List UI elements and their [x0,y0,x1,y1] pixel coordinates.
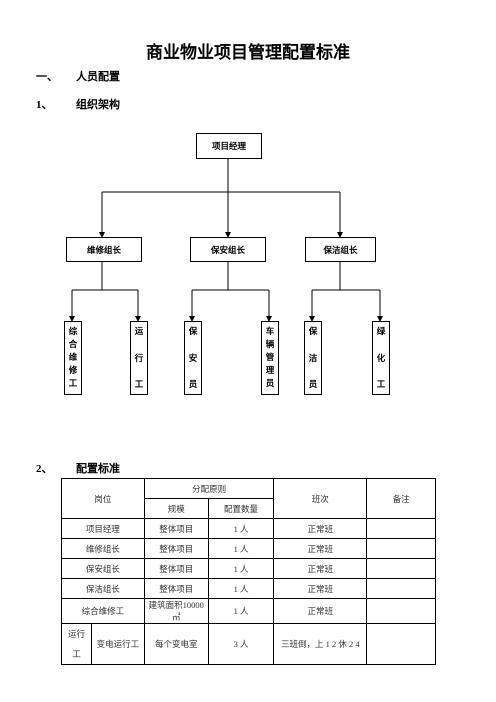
cell-scale: 整体项目 [143,558,209,579]
cell-remark [366,538,436,559]
cell-scale: 每个变电室 [143,623,209,665]
table-row: 保洁组长 整体项目 1 人 正常班 [61,578,436,599]
cell-scale: 整体项目 [143,538,209,559]
page-title: 商业物业项目管理配置标准 [146,43,350,62]
cell-position: 综合维修工 [61,598,145,624]
cell-position: 变电运行工 [90,623,145,665]
cell-shift: 正常班 [273,538,368,559]
org-chart-connectors [69,159,383,322]
table-row: 综合维修工 建筑面积10000㎡ 1 人 正常班 [61,598,436,624]
cell-position: 项目经理 [61,518,145,539]
table-header-row: 岗位 分配原则 班次 备注 [61,478,436,519]
org-node-maintenance-leader: 维修组长 [66,237,142,262]
cell-quantity: 1 人 [207,578,275,599]
cell-quantity: 3 人 [207,623,275,665]
section-label: 组织架构 [76,99,120,111]
cell-position-group: 运行工 [61,623,92,665]
org-node-operator: 运行工 [130,321,148,395]
section-heading-config-standard: 2、 配置标准 [36,460,120,476]
section-label: 配置标准 [76,463,120,475]
org-node-cleaner: 保洁员 [304,321,322,395]
header-remark: 备注 [366,478,436,519]
org-node-security-leader: 保安组长 [190,237,266,262]
header-shift: 班次 [273,478,368,519]
cell-remark [366,623,436,665]
cell-scale: 整体项目 [143,518,209,539]
table-subheader-row: 规模 配置数量 [62,498,436,519]
cell-shift: 正常班 [273,598,368,624]
cell-remark [366,518,436,539]
section-number: 一、 [36,71,58,83]
cell-scale: 建筑面积10000㎡ [143,598,209,624]
section-heading-personnel: 一、 人员配置 [36,68,120,84]
cell-shift: 三班倒，上 1 2 休 2 4 [273,623,368,665]
cell-position: 保洁组长 [61,578,145,599]
cell-scale: 整体项目 [143,578,209,599]
org-node-vehicle-manager: 车辆管理员 [261,321,279,395]
cell-remark [366,578,436,599]
org-node-gardener: 绿化工 [372,321,390,395]
cell-shift: 正常班 [273,578,368,599]
section-number: 2、 [36,463,53,475]
cell-remark [366,598,436,624]
section-number: 1、 [36,99,53,111]
org-node-project-manager: 项目经理 [196,133,262,159]
cell-shift: 正常班 [273,558,368,579]
org-node-cleaning-leader: 保洁组长 [305,237,376,262]
org-node-security-guard: 保安员 [184,321,202,395]
header-position: 岗位 [61,478,145,519]
section-heading-org-structure: 1、 组织架构 [36,96,120,112]
section-label: 人员配置 [76,71,120,83]
cell-position: 保安组长 [61,558,145,579]
cell-quantity: 1 人 [207,518,275,539]
header-allocation: 分配原则 [143,478,275,499]
cell-quantity: 1 人 [207,538,275,559]
table-row: 保安组长 整体项目 1 人 正常班 [61,558,436,579]
table-row: 运行工 变电运行工 每个变电室 3 人 三班倒，上 1 2 休 2 4 [61,623,436,665]
header-scale: 规模 [143,498,209,519]
table-row: 维修组长 整体项目 1 人 正常班 [61,538,436,559]
cell-position: 维修组长 [61,538,145,559]
config-standard-table: 岗位 分配原则 班次 备注 规模 配置数量 项目经理 整体项目 1 人 正常班 … [61,478,436,665]
cell-quantity: 1 人 [207,598,275,624]
org-node-general-maintenance: 综合维修工 [64,321,82,395]
table-row: 项目经理 整体项目 1 人 正常班 [61,518,436,539]
cell-remark [366,558,436,579]
cell-quantity: 1 人 [207,558,275,579]
cell-shift: 正常班 [273,518,368,539]
header-quantity: 配置数量 [207,498,275,519]
